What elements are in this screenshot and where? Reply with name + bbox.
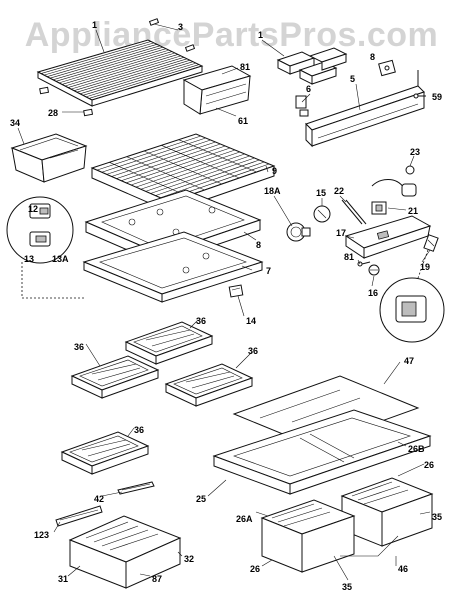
- callout-1b: 1: [258, 30, 263, 40]
- bracket-8: [378, 59, 396, 77]
- callout-3: 3: [178, 22, 183, 32]
- door-bin-c: [164, 363, 254, 407]
- callout-19: 19: [420, 262, 430, 272]
- detail-circle-left: [6, 196, 84, 299]
- callout-87: 87: [152, 574, 162, 584]
- callout-35b: 35: [342, 582, 352, 592]
- crisper-rail-5: [305, 70, 425, 148]
- callout-31: 31: [58, 574, 68, 584]
- callout-47: 47: [404, 356, 414, 366]
- bulb-16: [368, 264, 380, 276]
- rail-42: [117, 481, 155, 495]
- door-bin-a: [70, 355, 160, 399]
- callout-28: 28: [48, 108, 58, 118]
- callout-36b: 36: [74, 342, 84, 352]
- callout-36a: 36: [196, 316, 206, 326]
- callout-9: 9: [272, 166, 277, 176]
- callout-26a: 26: [424, 460, 434, 470]
- callout-36d: 36: [134, 425, 144, 435]
- crisper-cover-25: [212, 409, 432, 495]
- callout-26A: 26A: [236, 514, 253, 524]
- slide-123: [55, 505, 103, 527]
- callout-26B: 26B: [408, 444, 425, 454]
- callout-17: 17: [336, 228, 346, 238]
- callout-16: 16: [368, 288, 378, 298]
- knob-15: [313, 205, 331, 223]
- callout-23: 23: [410, 147, 420, 157]
- rod-22: [341, 199, 367, 225]
- callout-26b: 26: [250, 564, 260, 574]
- callout-5: 5: [350, 74, 355, 84]
- switch-21: [371, 201, 387, 215]
- part-14: [228, 284, 244, 298]
- callout-81b: 81: [344, 252, 354, 262]
- callout-46: 46: [398, 564, 408, 574]
- callout-6: 6: [306, 84, 311, 94]
- callout-123: 123: [34, 530, 49, 540]
- callout-18A: 18A: [264, 186, 281, 196]
- sensor-23: [371, 165, 417, 197]
- callout-36c: 36: [248, 346, 258, 356]
- small-bin: [10, 133, 88, 183]
- callout-1a: 1: [92, 20, 97, 30]
- light-socket-19: [423, 234, 439, 252]
- callout-35a: 35: [432, 512, 442, 522]
- crisper-drawer-left: [260, 499, 356, 573]
- watermark: AppliancePartsPros.com: [24, 16, 439, 54]
- callout-7: 7: [266, 266, 271, 276]
- callout-13: 13: [24, 254, 34, 264]
- callout-13A: 13A: [52, 254, 69, 264]
- callout-59: 59: [432, 92, 442, 102]
- callout-8b: 8: [256, 240, 261, 250]
- door-bin-b: [124, 321, 214, 365]
- callout-42: 42: [94, 494, 104, 504]
- callout-61: 61: [238, 116, 248, 126]
- callout-81a: 81: [240, 62, 250, 72]
- callout-32: 32: [184, 554, 194, 564]
- crisper-drawer-right: [340, 477, 434, 547]
- callout-12: 12: [28, 204, 38, 214]
- callout-22: 22: [334, 186, 344, 196]
- detail-circle-right: [379, 249, 445, 343]
- wire-shelf: [36, 39, 204, 107]
- callout-25: 25: [196, 494, 206, 504]
- thermostat-18A: [286, 222, 311, 242]
- callout-21: 21: [408, 206, 418, 216]
- callout-8a: 8: [370, 52, 375, 62]
- screw-59: [413, 93, 426, 99]
- crisper-cover-81-61: [182, 65, 252, 115]
- small-part-trays: [276, 47, 348, 85]
- control-housing-17: [344, 215, 432, 259]
- door-bin-d: [60, 431, 150, 475]
- callout-labels: 1 3 1 8 81 61 5 59 28 34 6 9 23 12 18A 1…: [10, 20, 442, 592]
- callout-15: 15: [316, 188, 326, 198]
- clip-6: [295, 95, 309, 117]
- meat-drawer: [68, 515, 182, 589]
- callout-14: 14: [246, 316, 256, 326]
- callout-34: 34: [10, 118, 20, 128]
- shelf-frame-7: [82, 231, 264, 303]
- leader-lines: [17, 23, 431, 581]
- shelf-clips: [39, 18, 196, 117]
